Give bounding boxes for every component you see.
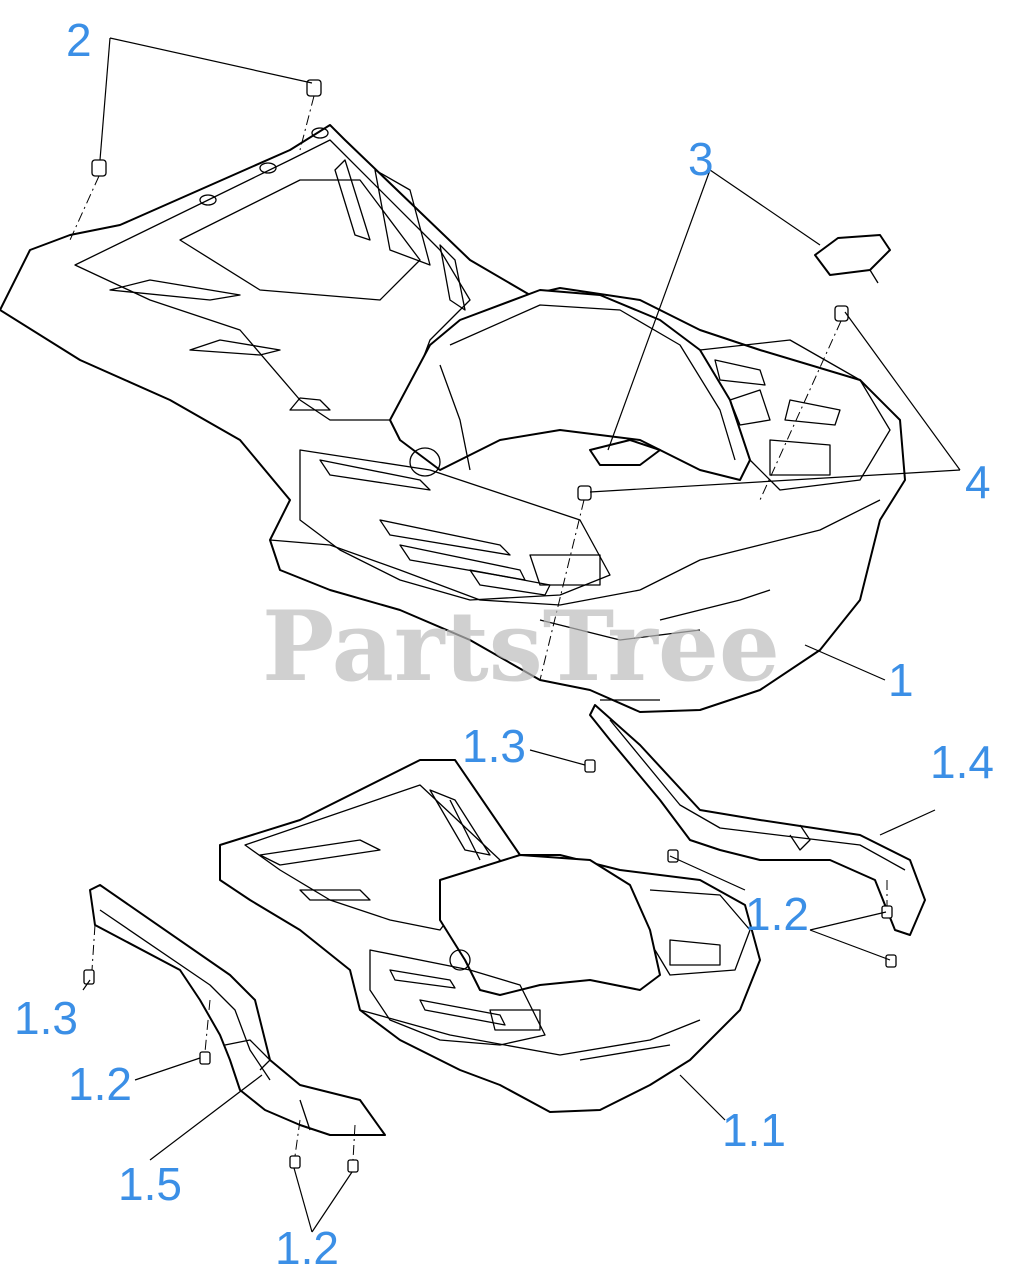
- callout-labels: 2 3 4 1 1.3 1.4 1.2 1.3 1.2 1.1 1.5 1.2: [14, 14, 994, 1274]
- access-cover: [814, 234, 891, 284]
- callout-4[interactable]: 4: [965, 456, 991, 508]
- side-trim-1-4: [589, 704, 926, 936]
- callout-1-3-top[interactable]: 1.3: [462, 720, 526, 772]
- callout-2[interactable]: 2: [66, 14, 92, 66]
- callout-1-1[interactable]: 1.1: [722, 1104, 786, 1156]
- callout-3[interactable]: 3: [688, 133, 714, 185]
- callout-1-2-right[interactable]: 1.2: [745, 888, 809, 940]
- watermark-text: PartsTree: [262, 590, 780, 703]
- fender-body-1-1: [219, 759, 761, 1113]
- callout-1-4[interactable]: 1.4: [930, 736, 994, 788]
- callout-1-2-left[interactable]: 1.2: [68, 1058, 132, 1110]
- screw-hardware-4: [577, 305, 849, 501]
- callout-1-5[interactable]: 1.5: [118, 1158, 182, 1210]
- side-trim-1-5: [89, 884, 386, 1136]
- screw-hardware-2: [91, 79, 322, 177]
- callout-1-3-left[interactable]: 1.3: [14, 992, 78, 1044]
- screw-hardware-1-2: [83, 759, 897, 1173]
- fender-assembly: [0, 124, 906, 713]
- leader-lines: [82, 37, 961, 1233]
- seat-cover-plug: [589, 439, 661, 466]
- callout-1[interactable]: 1: [888, 654, 914, 706]
- callout-1-2-bottom[interactable]: 1.2: [275, 1222, 339, 1274]
